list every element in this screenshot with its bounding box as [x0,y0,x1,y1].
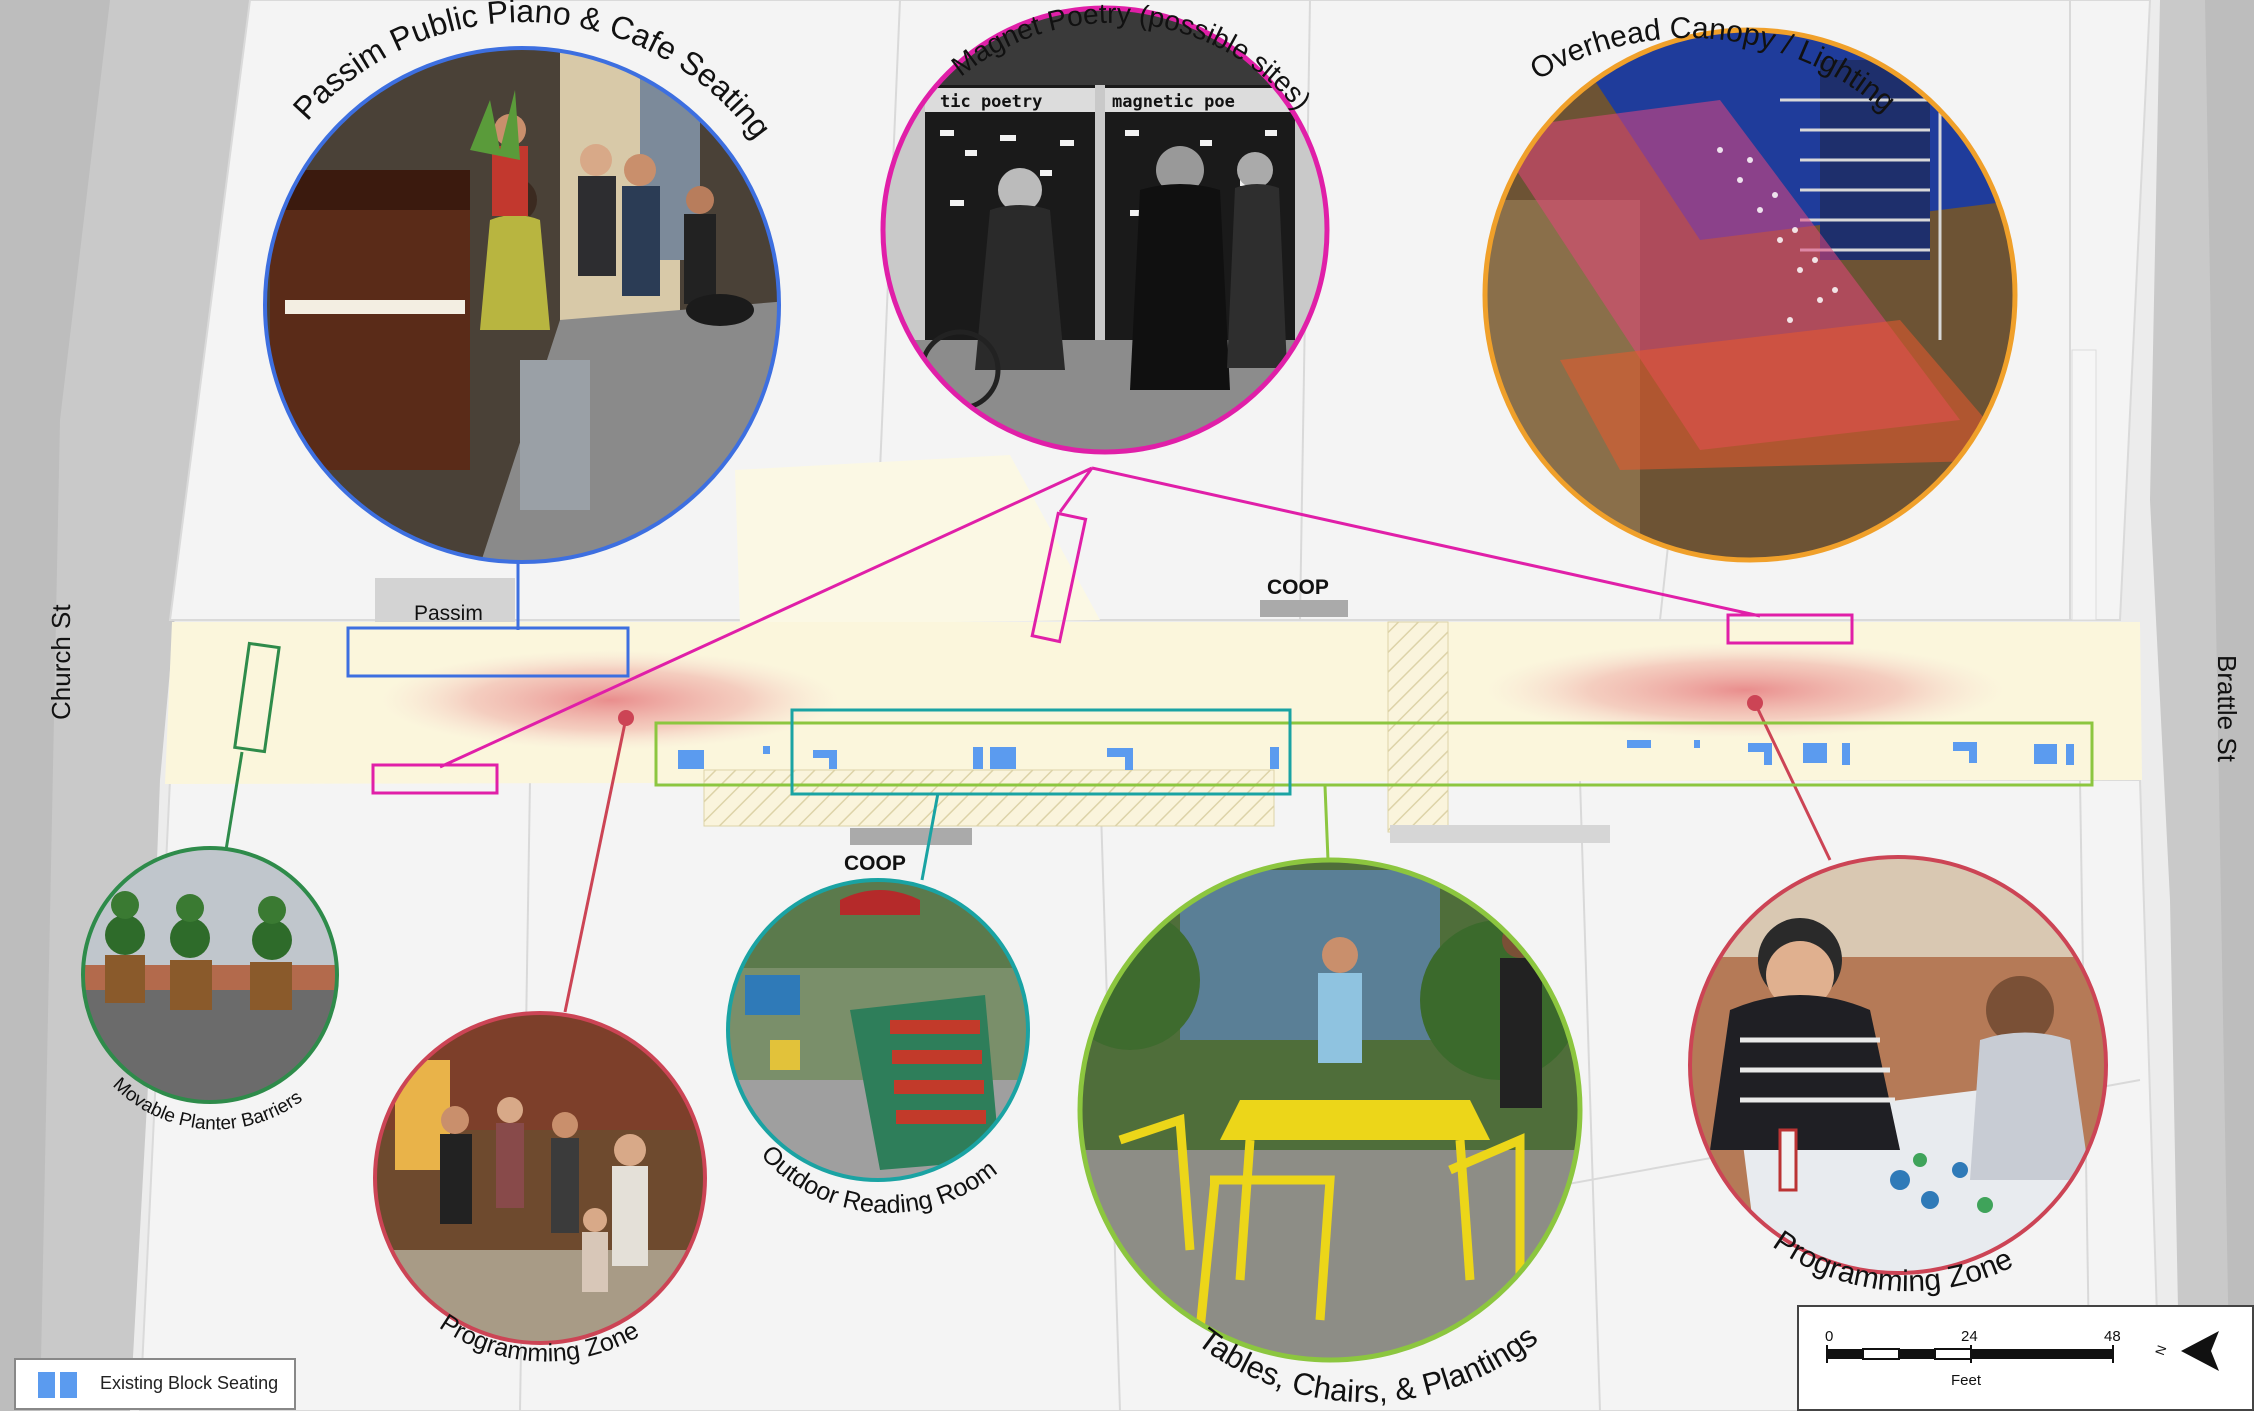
reading-room-photo [728,880,1028,1180]
scale-tick-24: 24 [1961,1328,1978,1345]
site-boxes [233,511,2094,796]
programming-zone-glow-left [380,650,840,750]
hatched-crossing [1387,621,1449,833]
piano-photo [265,48,779,562]
north-label: N [2152,1343,2169,1357]
existing-block-seating [678,740,2074,770]
legend-label: Existing Block Seating [100,1373,279,1393]
tables-photo [1080,860,1580,1360]
scale-bar: 0 24 48 Feet N [1797,1305,2254,1411]
coop-bottom-block [850,828,972,845]
magnet-poetry-ring [880,5,1330,455]
reading-room-ring [726,878,1030,1182]
poetry-sign-left: tic poetry [940,92,1042,112]
piano-photo-ring [263,46,781,564]
brattle-st-label: Brattle St [2212,655,2242,763]
canopy-ring [1482,27,2018,563]
programming-zone-glow-right [1485,642,2005,738]
scale-unit: Feet [1951,1372,1982,1389]
legend: Existing Block Seating [14,1358,296,1410]
poetry-sign-right: magnetic poe [1112,92,1235,112]
coop-top-block [1260,600,1348,617]
programming-zone-marker-left [618,710,634,726]
planter-ring [81,846,339,1104]
church-street-sidewalk [0,0,110,1411]
scale-tick-48: 48 [2104,1328,2121,1345]
coop-label-top: COOP [1267,576,1329,599]
block-seating-swatch [38,1372,78,1398]
programming-zone-marker-right [1747,695,1763,711]
tables-ring [1077,857,1583,1363]
leader-lines [224,466,1832,1013]
north-arrow-icon [2181,1331,2219,1371]
magnet-poetry-photo: tic poetry magnetic poe [883,8,1327,452]
programming-ring-right [1688,855,2108,1275]
brattle-street-sidewalk [2205,0,2254,1411]
south-edge-block [1390,825,1610,843]
passim-label: Passim [414,602,483,625]
scale-tick-0: 0 [1825,1328,1833,1345]
passim-building-block [375,578,515,622]
open-area-wedge [735,455,1100,625]
coop-label-bottom: COOP [844,852,906,875]
hatched-area-south [703,769,1275,827]
scale-segments [1826,1345,2114,1363]
programming-ring-left [373,1011,707,1345]
north-strip [2071,349,2097,621]
church-st-label: Church St [46,604,76,720]
